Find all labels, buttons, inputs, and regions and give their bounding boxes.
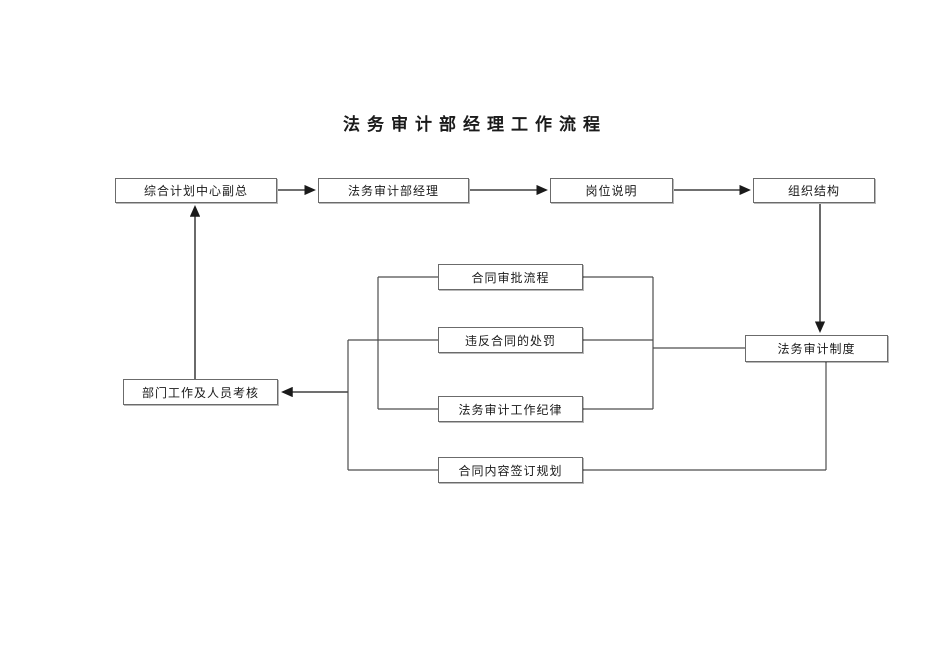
node-legal-audit-discipline: 法务审计工作纪律 [438, 396, 583, 422]
node-label: 法务审计制度 [777, 342, 856, 356]
node-label: 组织结构 [787, 184, 840, 198]
node-contract-violation-penalty: 违反合同的处罚 [438, 327, 583, 353]
node-label: 综合计划中心副总 [143, 184, 248, 198]
node-label: 违反合同的处罚 [464, 333, 556, 348]
system-to-signing-lines [583, 362, 827, 471]
right-bracket-lines [583, 276, 745, 410]
node-org-structure: 组织结构 [753, 178, 875, 203]
node-legal-audit-system: 法务审计制度 [745, 335, 888, 362]
node-contract-signing-plan: 合同内容签订规划 [438, 457, 583, 483]
node-planning-center-vp: 综合计划中心副总 [115, 178, 277, 203]
node-contract-approval-process: 合同审批流程 [438, 264, 583, 290]
node-label: 法务审计部经理 [347, 184, 439, 198]
node-label: 部门工作及人员考核 [141, 385, 259, 400]
node-legal-audit-dept-manager: 法务审计部经理 [318, 178, 469, 203]
left-outer-bracket-lines [347, 339, 438, 471]
node-label: 合同审批流程 [471, 270, 550, 285]
node-label: 合同内容签订规划 [458, 463, 563, 478]
node-dept-work-assessment: 部门工作及人员考核 [123, 379, 278, 405]
diagram-title: 法务审计部经理工作流程 [343, 115, 607, 134]
node-label: 岗位说明 [585, 184, 638, 198]
left-inner-bracket-lines [377, 276, 438, 410]
node-job-description: 岗位说明 [550, 178, 673, 203]
node-label: 法务审计工作纪律 [458, 402, 563, 417]
